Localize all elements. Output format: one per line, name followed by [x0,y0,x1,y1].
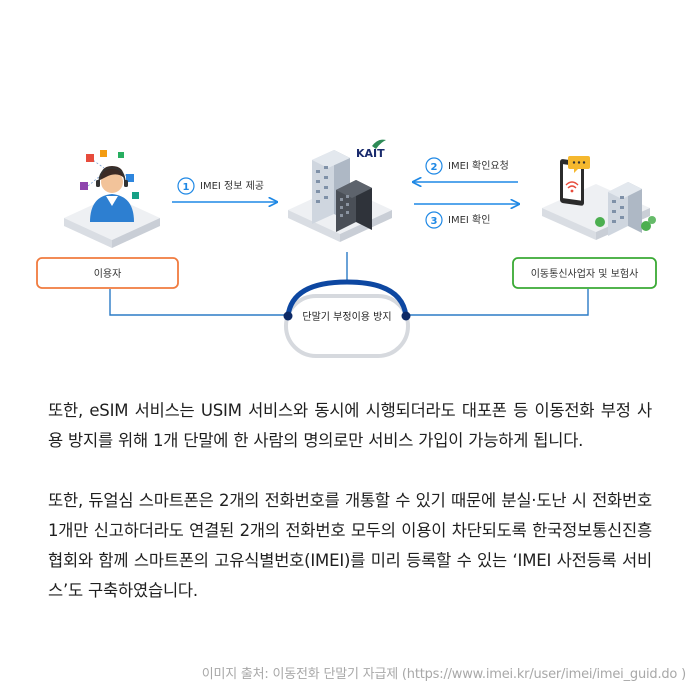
step-2-number: 2 [431,162,438,173]
paragraph-dual-sim: 또한, 듀얼심 스마트폰은 2개의 전화번호를 개통할 수 있기 때문에 분실·… [48,491,652,600]
step-3-label: IMEI 확인 [448,214,490,226]
center-label: 단말기 부정이용 방지 [302,311,391,323]
carrier-phone-building-icon [542,156,656,240]
step-3-badge [425,211,443,229]
step-1-arrow: 1 IMEI 정보 제공 [172,177,276,202]
step-2-label: IMEI 확인요청 [448,160,509,172]
user-box-label: 이용자 [94,268,122,280]
step-1-badge [177,177,195,195]
kait-building-icon: KAIT [288,139,392,242]
center-ring: 단말기 부정이용 방지 [283,279,411,358]
paragraph-esim: 또한, eSIM 서비스는 USIM 서비스와 동시에 시행되더라도 대포폰 등… [48,401,652,450]
step-2-badge [425,157,443,175]
imei-flow-diagram: 1 IMEI 정보 제공 KAIT 2 [36,139,657,358]
ring-left-dot [283,311,293,321]
user-box: 이용자 [36,257,179,289]
carrier-box-label: 이동통신사업자 및 보험사 [531,267,639,280]
connector-lines [109,252,589,316]
step-1-number: 1 [183,182,190,193]
ring-right-dot [401,311,411,321]
kait-logo: KAIT [356,147,385,160]
image-source-caption: 이미지 출처: 이동전화 단말기 자급제 (https://www.imei.k… [201,667,687,682]
step-1-label: IMEI 정보 제공 [200,180,264,192]
carrier-box: 이동통신사업자 및 보험사 [512,257,657,289]
user-person-icon [64,150,160,248]
step-3-number: 3 [431,216,438,227]
step-2-arrow: 2 IMEI 확인요청 [414,157,518,182]
kait-logo-mark [372,139,386,149]
step-3-arrow: 3 IMEI 확인 [414,204,518,229]
